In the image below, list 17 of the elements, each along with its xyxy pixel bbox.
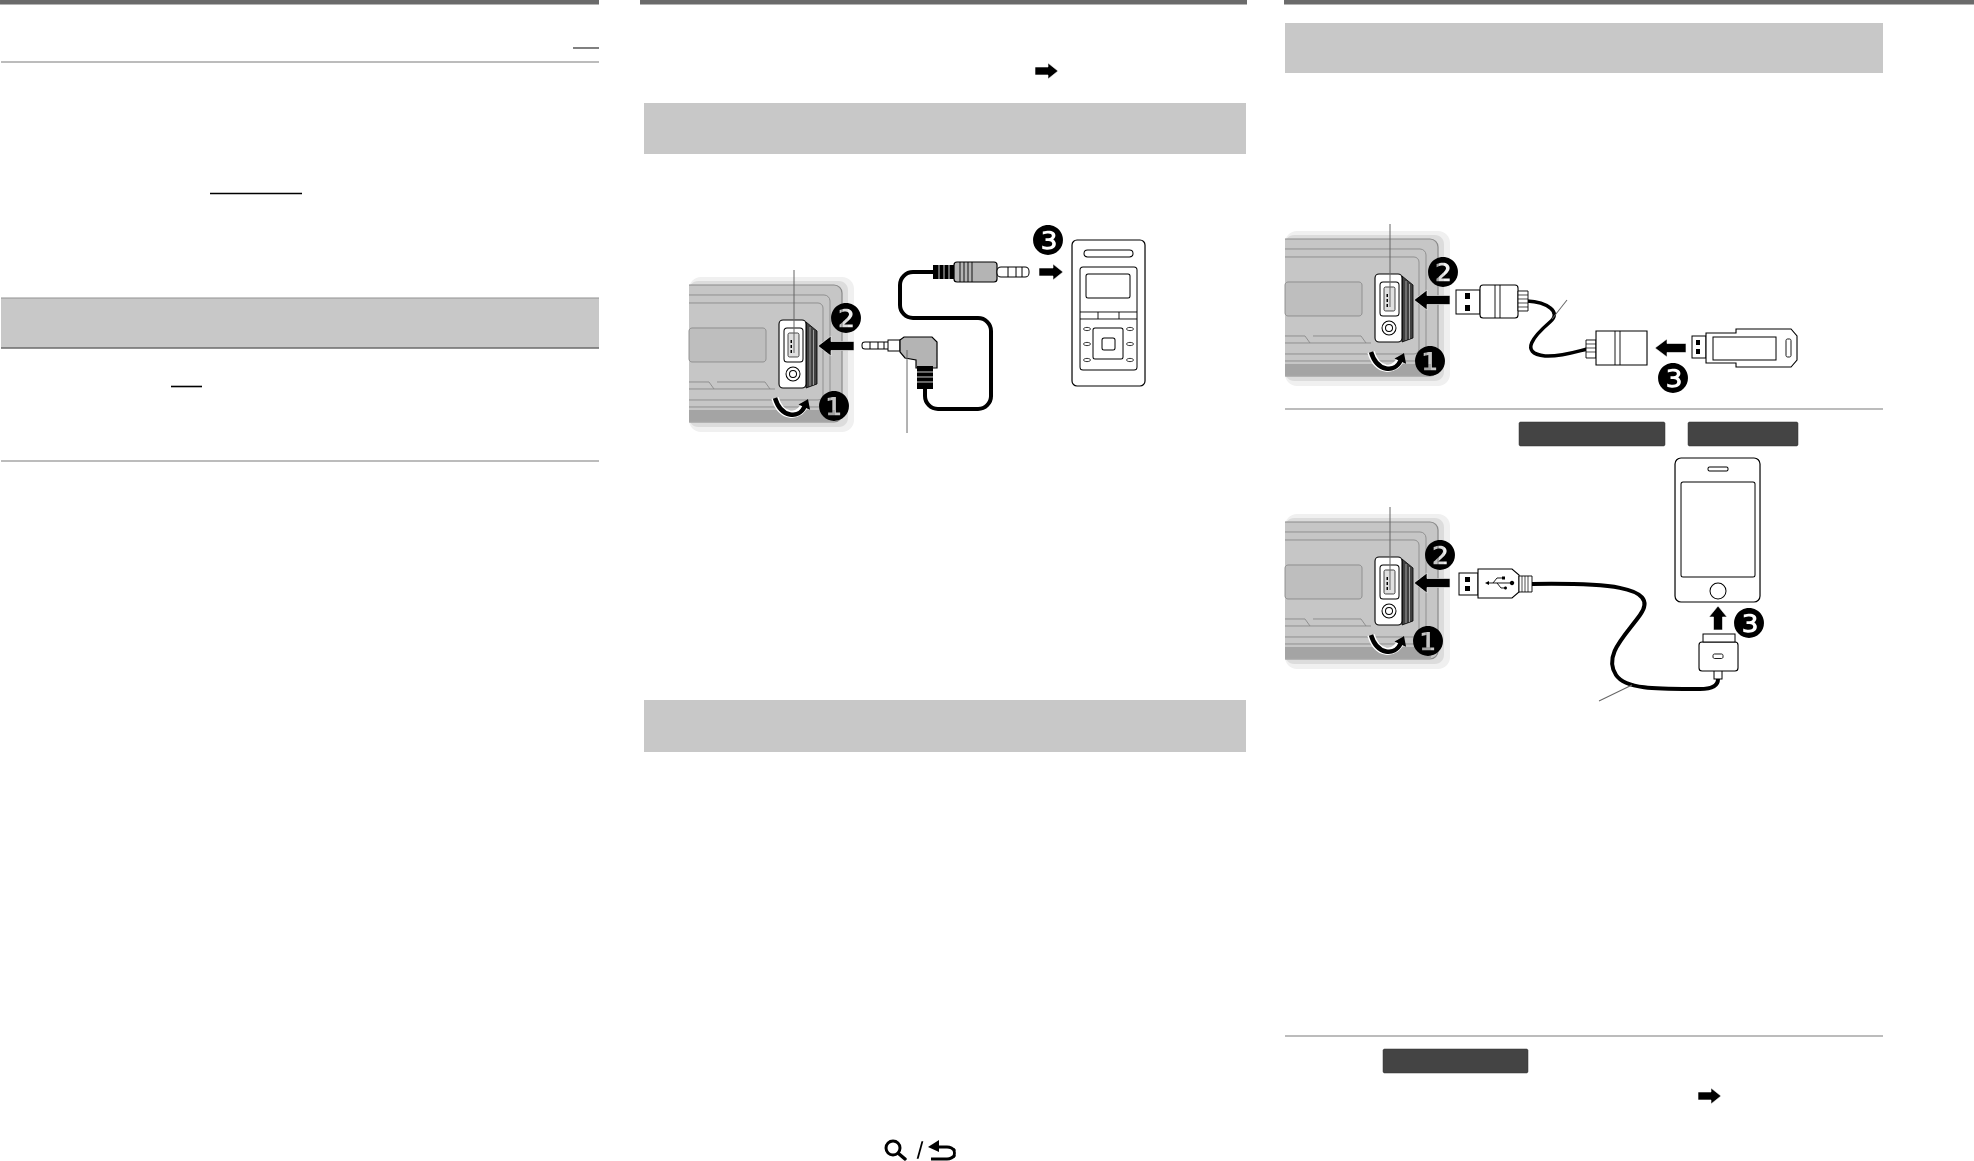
heading-band bbox=[1285, 23, 1883, 73]
heading-band bbox=[0, 297, 600, 349]
badge bbox=[1687, 421, 1799, 447]
callout-number: ❸ bbox=[1734, 608, 1764, 638]
callout-number: ❸ bbox=[1033, 225, 1063, 255]
callout-number: ❷ bbox=[831, 303, 861, 333]
callout-number: ❷ bbox=[1428, 257, 1458, 287]
heading-band bbox=[644, 103, 1246, 154]
callout-number: ❷ bbox=[1425, 540, 1455, 570]
callout-number: ❶ bbox=[1413, 626, 1443, 656]
callout-number: ❶ bbox=[1415, 346, 1445, 376]
heading-band bbox=[644, 700, 1246, 752]
callout-number: ❸ bbox=[1658, 363, 1688, 393]
slash: / bbox=[916, 1141, 924, 1159]
badge bbox=[1382, 1048, 1529, 1074]
badge bbox=[1518, 421, 1666, 447]
callout-number: ❶ bbox=[819, 391, 849, 421]
